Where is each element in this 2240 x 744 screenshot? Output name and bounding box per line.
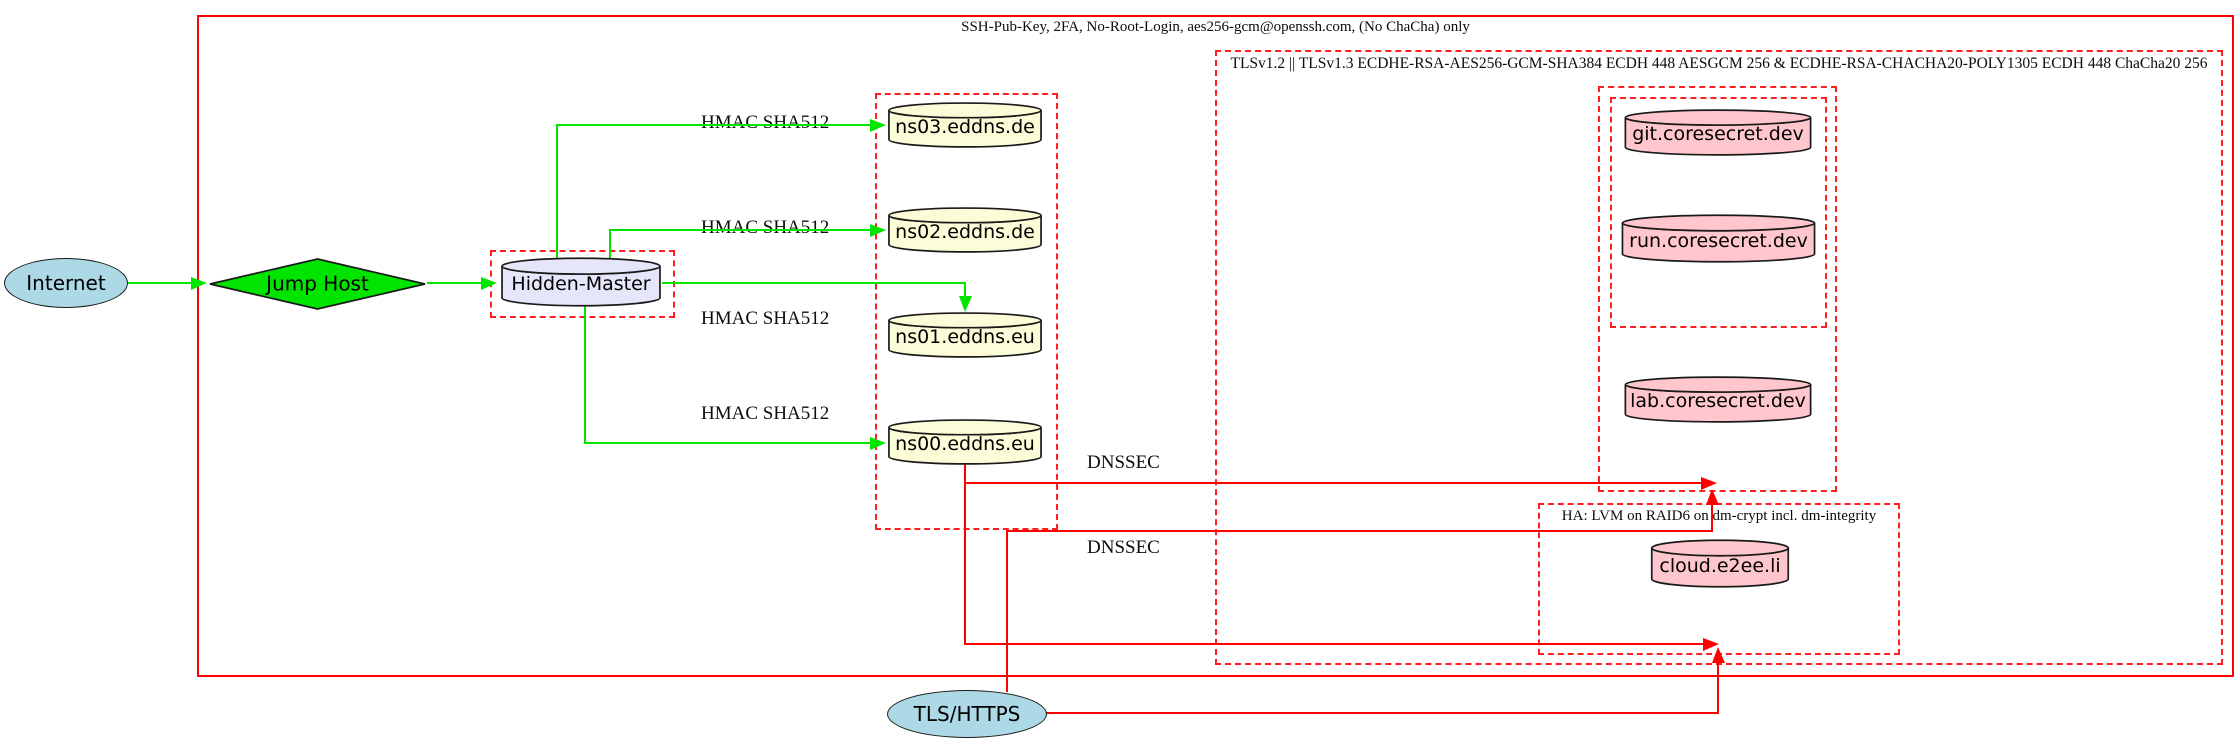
arrowhead-coresecret-dnssec <box>1701 477 1717 490</box>
node-jump-host: Jump Host <box>208 257 427 311</box>
edge-hiddenmaster-ns01 <box>662 282 966 297</box>
node-cloud-label: cloud.e2ee.li <box>1659 554 1781 577</box>
arrowhead-ns01 <box>959 296 972 312</box>
node-ns01-label: ns01.eddns.eu <box>895 325 1035 348</box>
node-internet-label: Internet <box>26 271 106 295</box>
node-git: git.coresecret.dev <box>1623 108 1813 157</box>
edge-hiddenmaster-ns02 <box>609 229 871 262</box>
arrowhead-ns02 <box>870 224 886 237</box>
edge-hiddenmaster-ns00 <box>584 305 871 444</box>
ha-cluster-label: HA: LVM on RAID6 on dm-crypt incl. dm-in… <box>1561 508 1877 524</box>
node-ns03-label: ns03.eddns.de <box>895 115 1035 138</box>
coresecret-inner-cluster-box <box>1610 97 1827 328</box>
ssh-cluster-box <box>197 15 2234 677</box>
node-cloud: cloud.e2ee.li <box>1650 538 1790 589</box>
tls-cluster-label: TLSv1.2 || TLSv1.3 ECDHE-RSA-AES256-GCM-… <box>1230 55 2208 72</box>
node-hidden-master: Hidden-Master <box>500 256 662 308</box>
edge-label-hmac-ns01: HMAC SHA512 <box>701 308 830 329</box>
edge-label-dnssec-cloud: DNSSEC <box>1087 537 1160 558</box>
edge-tlshttps-coresecret <box>1006 504 1713 692</box>
node-tls-https: TLS/HTTPS <box>887 690 1047 738</box>
edge-label-hmac-ns00: HMAC SHA512 <box>701 403 830 424</box>
jump-host-shape <box>209 258 426 310</box>
edge-label-hmac-ns02: HMAC SHA512 <box>701 217 830 238</box>
arrowhead-ns00 <box>870 437 886 450</box>
edge-hiddenmaster-ns03 <box>556 124 871 262</box>
node-lab-label: lab.coresecret.dev <box>1630 390 1806 413</box>
edge-label-hmac-ns03: HMAC SHA512 <box>701 112 830 133</box>
edge-label-dnssec-coresecret: DNSSEC <box>1087 452 1160 473</box>
arrowhead-jumphost <box>191 277 207 290</box>
node-run-label: run.coresecret.dev <box>1629 229 1808 252</box>
arrowhead-cloud-tls <box>1712 647 1725 663</box>
node-hidden-master-label: Hidden-Master <box>511 273 651 296</box>
node-ns01: ns01.eddns.eu <box>887 311 1043 359</box>
arrowhead-hiddenmaster <box>481 277 497 290</box>
node-internet: Internet <box>4 258 128 308</box>
arrowhead-ns03 <box>870 119 886 132</box>
arrowhead-coresecret-tls <box>1706 489 1719 505</box>
edge-ns00-cloud-dnssec <box>964 483 1704 645</box>
edge-tlshttps-cloud <box>1043 662 1719 714</box>
node-ns03: ns03.eddns.de <box>887 101 1043 149</box>
arrowhead-cloud-dnssec <box>1703 638 1719 651</box>
nameserver-cluster-box <box>875 93 1058 530</box>
node-ns00: ns00.eddns.eu <box>887 418 1043 466</box>
edge-ns00-coresecret-dnssec <box>964 462 1702 484</box>
node-jump-host-label: Jump Host <box>266 271 369 296</box>
node-ns02-label: ns02.eddns.de <box>895 220 1035 243</box>
node-ns00-label: ns00.eddns.eu <box>895 432 1035 455</box>
node-ns02: ns02.eddns.de <box>887 206 1043 254</box>
coresecret-cluster-box <box>1598 86 1837 492</box>
node-lab: lab.coresecret.dev <box>1623 375 1813 424</box>
node-run: run.coresecret.dev <box>1620 213 1817 264</box>
node-git-label: git.coresecret.dev <box>1632 123 1804 146</box>
node-tls-https-label: TLS/HTTPS <box>913 702 1021 726</box>
ssh-cluster-label: SSH-Pub-Key, 2FA, No-Root-Login, aes256-… <box>961 19 1470 35</box>
